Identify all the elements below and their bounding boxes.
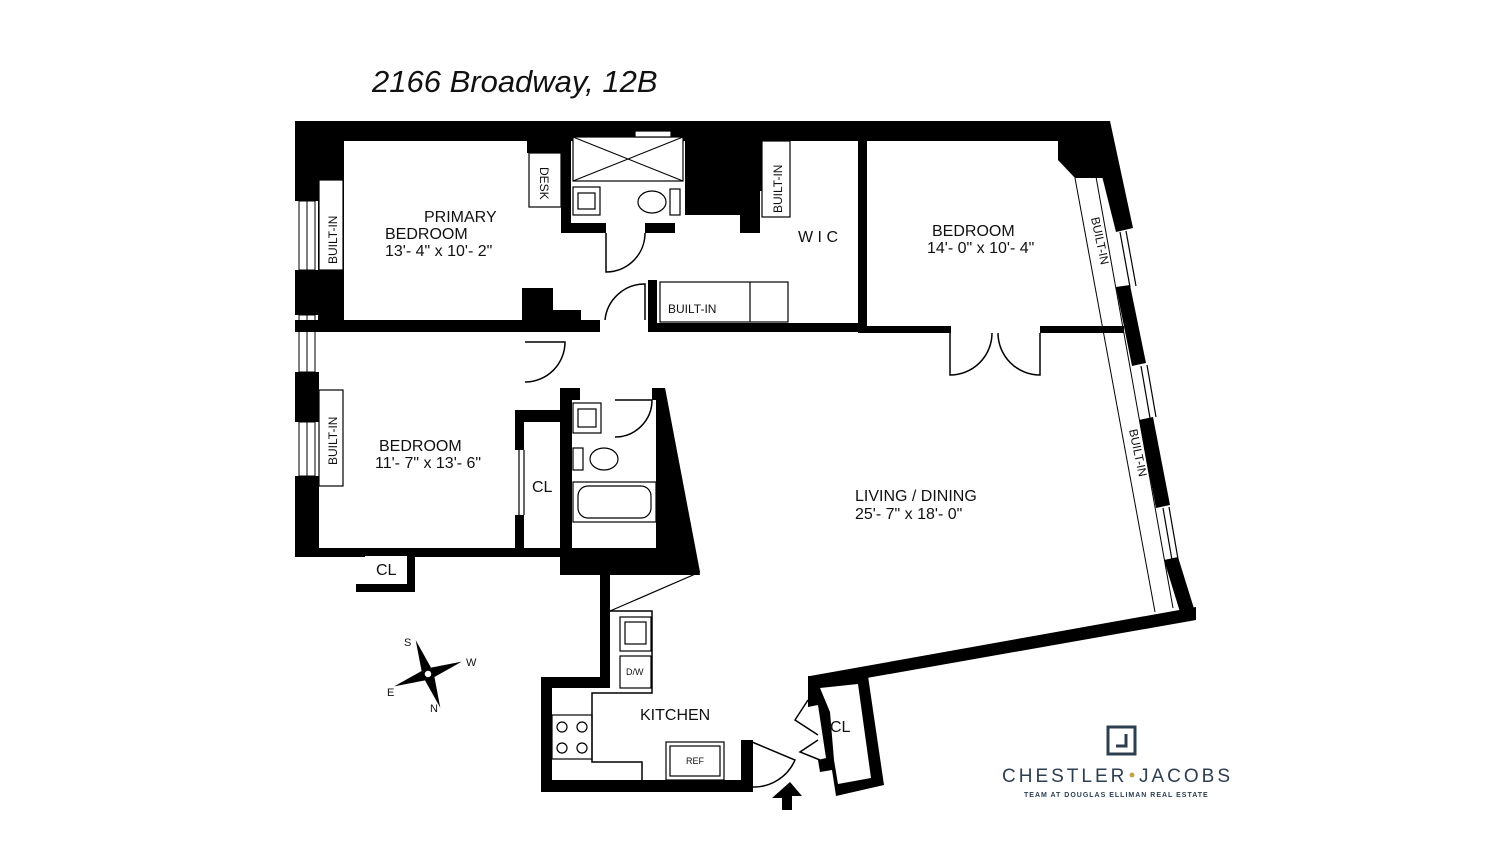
bedroom-east-dims: 14'- 0" x 10'- 4" — [927, 240, 1034, 257]
entry-arrow-icon — [772, 782, 802, 810]
dishwasher-label: D/W — [626, 667, 644, 677]
desk-label: DESK — [537, 167, 551, 200]
built-in-label-wic-wall: BUILT-IN — [771, 165, 785, 213]
living-dining-name: LIVING / DINING — [855, 488, 977, 505]
fixtures — [318, 130, 791, 781]
brand-logo-icon — [1106, 725, 1137, 756]
doors — [524, 232, 1041, 788]
built-in-label-bedroom-east: BUILT-IN — [1088, 216, 1112, 266]
living-dining-dims: 25'- 7" x 18'- 0" — [855, 506, 962, 523]
refrigerator-label: REF — [686, 756, 705, 766]
built-in-label-bedroom-west: BUILT-IN — [326, 417, 340, 465]
compass-north: N — [430, 703, 438, 715]
built-in-label-primary: BUILT-IN — [326, 216, 340, 264]
compass-south: S — [404, 637, 411, 649]
room-labels: PRIMARY BEDROOM 13'- 4" x 10'- 2" BEDROO… — [326, 165, 1150, 766]
built-in-label-wic: BUILT-IN — [668, 302, 716, 316]
compass-west: W — [466, 657, 477, 669]
brand-name-left: CHESTLER — [1002, 766, 1127, 787]
compass-east: E — [387, 687, 394, 699]
wic-name: W I C — [798, 229, 838, 246]
exterior-walls — [295, 121, 1196, 688]
kitchen-name: KITCHEN — [640, 707, 710, 724]
plan-title: 2166 Broadway, 12B — [371, 64, 658, 99]
primary-bedroom-dims: 13'- 4" x 10'- 2" — [385, 243, 492, 260]
brand-name-right: JACOBS — [1139, 766, 1233, 787]
compass-rose-icon — [394, 640, 462, 708]
closet-label-entry: CL — [830, 719, 851, 736]
closet-label-bedroom: CL — [532, 479, 553, 496]
bedroom-west-dims: 11'- 7" x 13'- 6" — [375, 455, 481, 472]
bedroom-east-name: BEDROOM — [932, 223, 1015, 240]
bedroom-west-name: BEDROOM — [379, 438, 462, 455]
brand-tagline: TEAM AT DOUGLAS ELLIMAN REAL ESTATE — [1024, 792, 1209, 799]
brand-dot — [1129, 772, 1135, 778]
primary-bedroom-name-2: BEDROOM — [385, 226, 468, 243]
closet-label-hall: CL — [376, 562, 397, 579]
primary-bedroom-name-1: PRIMARY — [424, 209, 497, 226]
